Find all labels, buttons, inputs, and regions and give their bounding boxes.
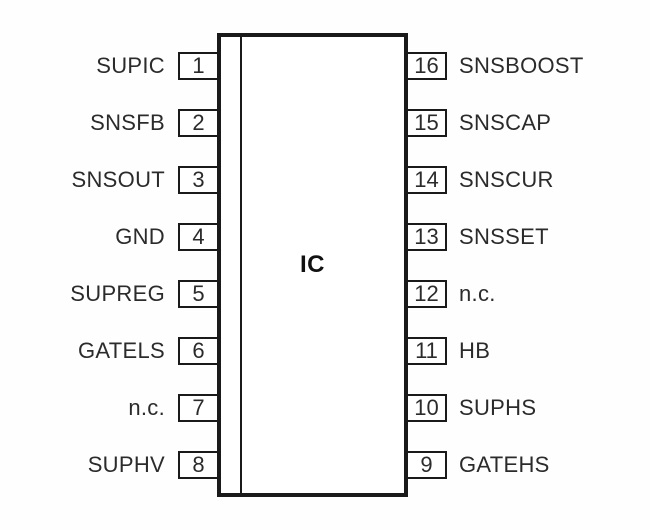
pin-12-number-box: 12: [406, 279, 447, 308]
pin-16-label: SNSBOOST: [459, 52, 584, 78]
pin-9-number: 9: [420, 451, 433, 477]
pin-10-number: 10: [414, 394, 439, 420]
pin-12-number: 12: [414, 280, 439, 306]
pin-3-number-box: 3: [178, 165, 219, 194]
pin-9-row: 9 GATEHS: [406, 450, 650, 479]
pin-11-label: HB: [459, 337, 491, 363]
pin-5-number-box: 5: [178, 279, 219, 308]
pin-2-label: SNSFB: [90, 109, 165, 135]
ic-body: IC: [217, 33, 408, 497]
pin-14-row: 14 SNSCUR: [406, 165, 650, 194]
pin-15-number-box: 15: [406, 108, 447, 137]
pin-7-row: n.c. 7: [0, 393, 219, 422]
ic-inner-line: [240, 37, 242, 493]
pin-13-row: 13 SNSSET: [406, 222, 650, 251]
pin-6-number-box: 6: [178, 336, 219, 365]
pin-10-number-box: 10: [406, 393, 447, 422]
ic-title: IC: [300, 251, 325, 278]
pin-13-number: 13: [414, 223, 439, 249]
pin-4-label: GND: [115, 223, 165, 249]
pin-8-number: 8: [192, 451, 205, 477]
pin-8-number-box: 8: [178, 450, 219, 479]
pin-9-label: GATEHS: [459, 451, 550, 477]
pin-12-row: 12 n.c.: [406, 279, 650, 308]
pin-2-number-box: 2: [178, 108, 219, 137]
pin-1-number: 1: [192, 52, 205, 78]
pin-16-row: 16 SNSBOOST: [406, 51, 650, 80]
pin-5-row: SUPREG 5: [0, 279, 219, 308]
pin-16-number-box: 16: [406, 51, 447, 80]
pin-1-row: SUPIC 1: [0, 51, 219, 80]
pin-10-row: 10 SUPHS: [406, 393, 650, 422]
pin-5-number: 5: [192, 280, 205, 306]
pin-14-number: 14: [414, 166, 439, 192]
pin-8-label: SUPHV: [87, 451, 165, 477]
pin-7-number-box: 7: [178, 393, 219, 422]
pin-6-number: 6: [192, 337, 205, 363]
pin-11-row: 11 HB: [406, 336, 650, 365]
pin-16-number: 16: [414, 52, 439, 78]
pin-7-number: 7: [192, 394, 205, 420]
pin-13-number-box: 13: [406, 222, 447, 251]
pin-1-number-box: 1: [178, 51, 219, 80]
pin-4-number: 4: [192, 223, 205, 249]
pin-4-number-box: 4: [178, 222, 219, 251]
pin-6-label: GATELS: [78, 337, 165, 363]
pin-9-number-box: 9: [406, 450, 447, 479]
pin-3-number: 3: [192, 166, 205, 192]
pin-13-label: SNSSET: [459, 223, 549, 249]
pin-12-label: n.c.: [459, 280, 496, 306]
pin-15-label: SNSCAP: [459, 109, 552, 135]
pin-3-row: SNSOUT 3: [0, 165, 219, 194]
pin-15-row: 15 SNSCAP: [406, 108, 650, 137]
pin-15-number: 15: [414, 109, 439, 135]
pin-8-row: SUPHV 8: [0, 450, 219, 479]
pin-3-label: SNSOUT: [71, 166, 165, 192]
pin-2-row: SNSFB 2: [0, 108, 219, 137]
pin-4-row: GND 4: [0, 222, 219, 251]
pin-6-row: GATELS 6: [0, 336, 219, 365]
pin-10-label: SUPHS: [459, 394, 537, 420]
pin-5-label: SUPREG: [70, 280, 165, 306]
pin-11-number-box: 11: [406, 336, 447, 365]
pin-11-number: 11: [415, 337, 438, 363]
pin-14-label: SNSCUR: [459, 166, 554, 192]
pin-7-label: n.c.: [128, 394, 165, 420]
pin-14-number-box: 14: [406, 165, 447, 194]
pin-2-number: 2: [192, 109, 205, 135]
pin-1-label: SUPIC: [96, 52, 165, 78]
